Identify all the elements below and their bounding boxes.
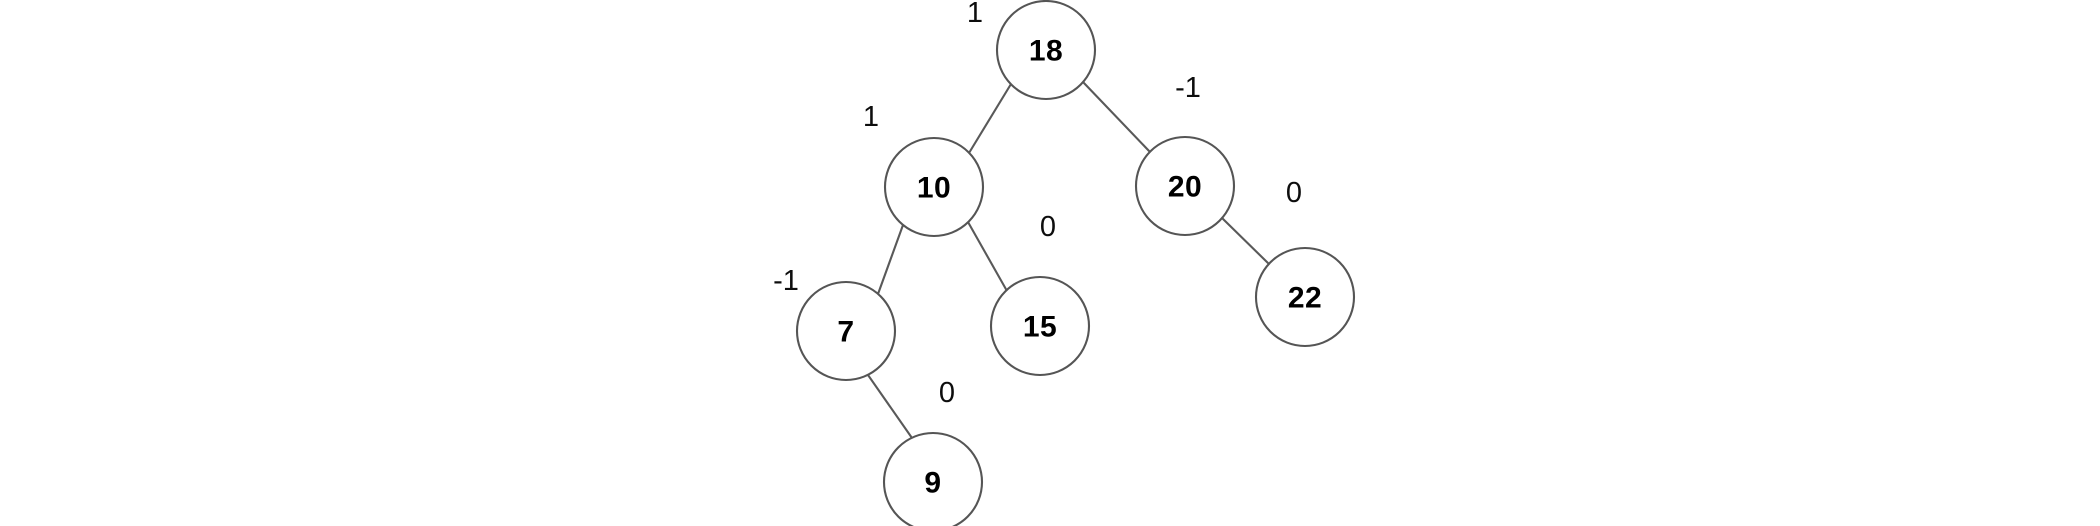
tree-edge-n20-n22 — [1220, 216, 1272, 267]
tree-edge-n10-n15 — [966, 220, 1009, 293]
tree-edges-group — [866, 80, 1272, 440]
tree-node-22[interactable]: 22 — [1254, 246, 1356, 348]
tree-edge-n18-n10 — [967, 82, 1013, 155]
node-circle-20 — [1134, 135, 1236, 237]
balance-factor-label-22: 0 — [1286, 177, 1302, 209]
tree-node-9[interactable]: 9 — [882, 431, 984, 526]
balance-factor-label-15: 0 — [1040, 211, 1056, 243]
tree-node-18[interactable]: 18 — [995, 0, 1097, 101]
balance-factor-label-10: 1 — [863, 101, 879, 133]
tree-node-15[interactable]: 15 — [989, 275, 1091, 377]
node-circle-18 — [995, 0, 1097, 101]
balance-factor-label-20: -1 — [1175, 72, 1201, 104]
tree-node-20[interactable]: 20 — [1134, 135, 1236, 237]
tree-node-7[interactable]: 7 — [795, 280, 897, 382]
node-key-label-10: 10 — [917, 172, 951, 205]
node-key-label-22: 22 — [1288, 282, 1322, 315]
balance-factor-labels-group: 1 1 -1 -1 0 0 0 — [773, 0, 1302, 409]
node-key-label-15: 15 — [1023, 311, 1057, 344]
tree-edge-n7-n9 — [866, 373, 914, 440]
node-circle-22 — [1254, 246, 1356, 348]
balance-factor-label-9: 0 — [939, 377, 955, 409]
node-key-label-9: 9 — [924, 467, 941, 500]
node-key-label-20: 20 — [1168, 171, 1202, 204]
node-key-label-18: 18 — [1029, 35, 1063, 68]
node-circle-9 — [882, 431, 984, 526]
tree-edge-n18-n20 — [1081, 80, 1152, 154]
node-key-label-7: 7 — [837, 316, 854, 349]
tree-node-10[interactable]: 10 — [883, 136, 985, 238]
node-circle-7 — [795, 280, 897, 382]
balance-factor-label-7: -1 — [773, 265, 799, 297]
balance-factor-label-18: 1 — [967, 0, 983, 29]
tree-edge-n10-n7 — [876, 223, 905, 296]
node-circle-10 — [883, 136, 985, 238]
node-circle-15 — [989, 275, 1091, 377]
